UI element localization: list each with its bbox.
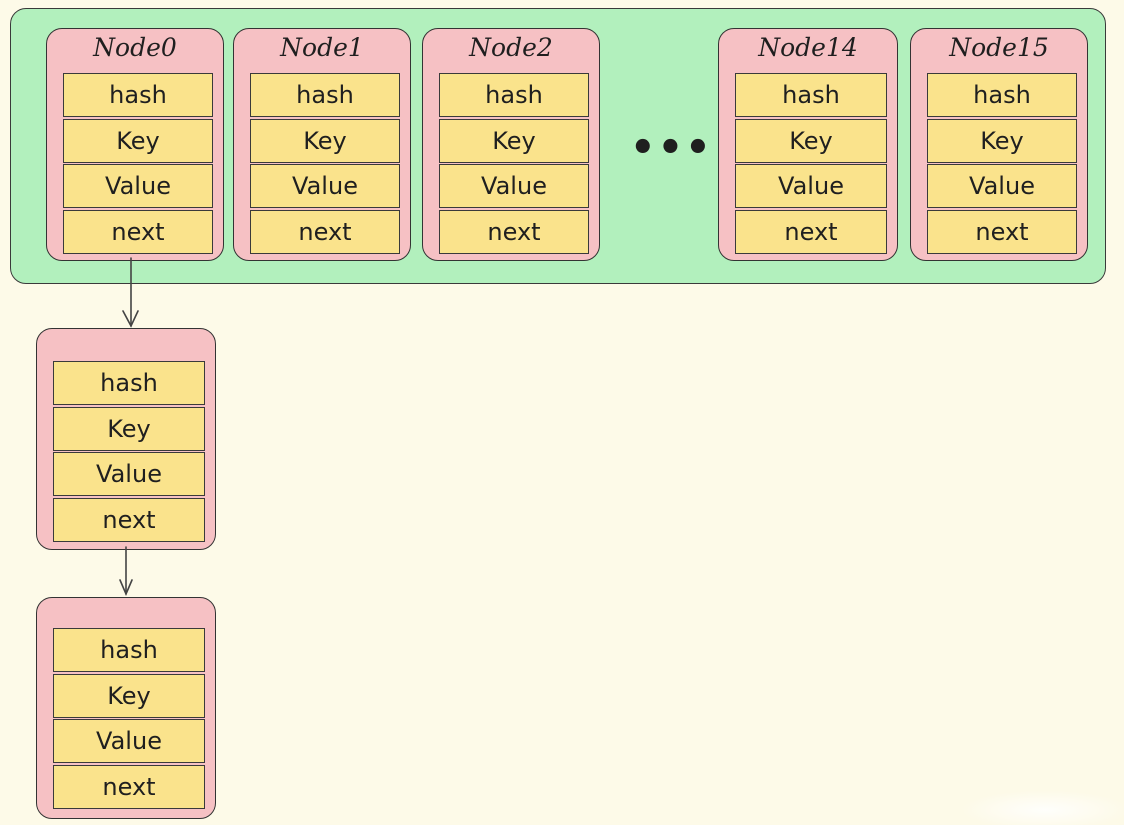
next-field: next [250,209,400,254]
next-pointer-arrow-2 [119,546,133,597]
background-smudge [960,790,1124,825]
key-field: Key [439,118,589,163]
value-field: Value [53,452,205,496]
bucket-node-1: Node1 hash Key Value next [233,28,411,261]
node-title: Node2 [469,33,553,62]
key-field: Key [250,118,400,163]
next-pointer-arrow-1 [122,257,139,328]
value-field: Value [250,164,400,208]
node-title: Node15 [949,33,1049,62]
value-field: Value [439,164,589,208]
value-field: Value [927,164,1077,208]
chained-node-1: hash Key Value next [36,328,216,550]
value-field: Value [735,164,887,208]
key-field: Key [53,406,205,451]
next-field: next [53,497,205,542]
bucket-node-2: Node2 hash Key Value next [422,28,600,261]
key-field: Key [927,118,1077,163]
hash-field: hash [63,73,213,117]
hash-field: hash [735,73,887,117]
value-field: Value [53,719,205,763]
hash-field: hash [927,73,1077,117]
next-field: next [735,209,887,254]
hash-field: hash [439,73,589,117]
node-title: Node14 [758,33,858,62]
key-field: Key [735,118,887,163]
next-field: next [927,209,1077,254]
bucket-node-0: Node0 hash Key Value next [46,28,224,261]
hash-field: hash [53,361,205,405]
hash-field: hash [250,73,400,117]
hash-field: hash [53,628,205,672]
key-field: Key [53,673,205,718]
value-field: Value [63,164,213,208]
next-field: next [53,764,205,809]
next-field: next [439,209,589,254]
bucket-node-14: Node14 hash Key Value next [718,28,898,261]
next-field: next [63,209,213,254]
key-field: Key [63,118,213,163]
node-title: Node0 [93,33,177,62]
bucket-node-15: Node15 hash Key Value next [910,28,1088,261]
ellipsis-more-nodes: ••• [630,125,713,171]
node-title: Node1 [280,33,364,62]
chained-node-2: hash Key Value next [36,597,216,819]
